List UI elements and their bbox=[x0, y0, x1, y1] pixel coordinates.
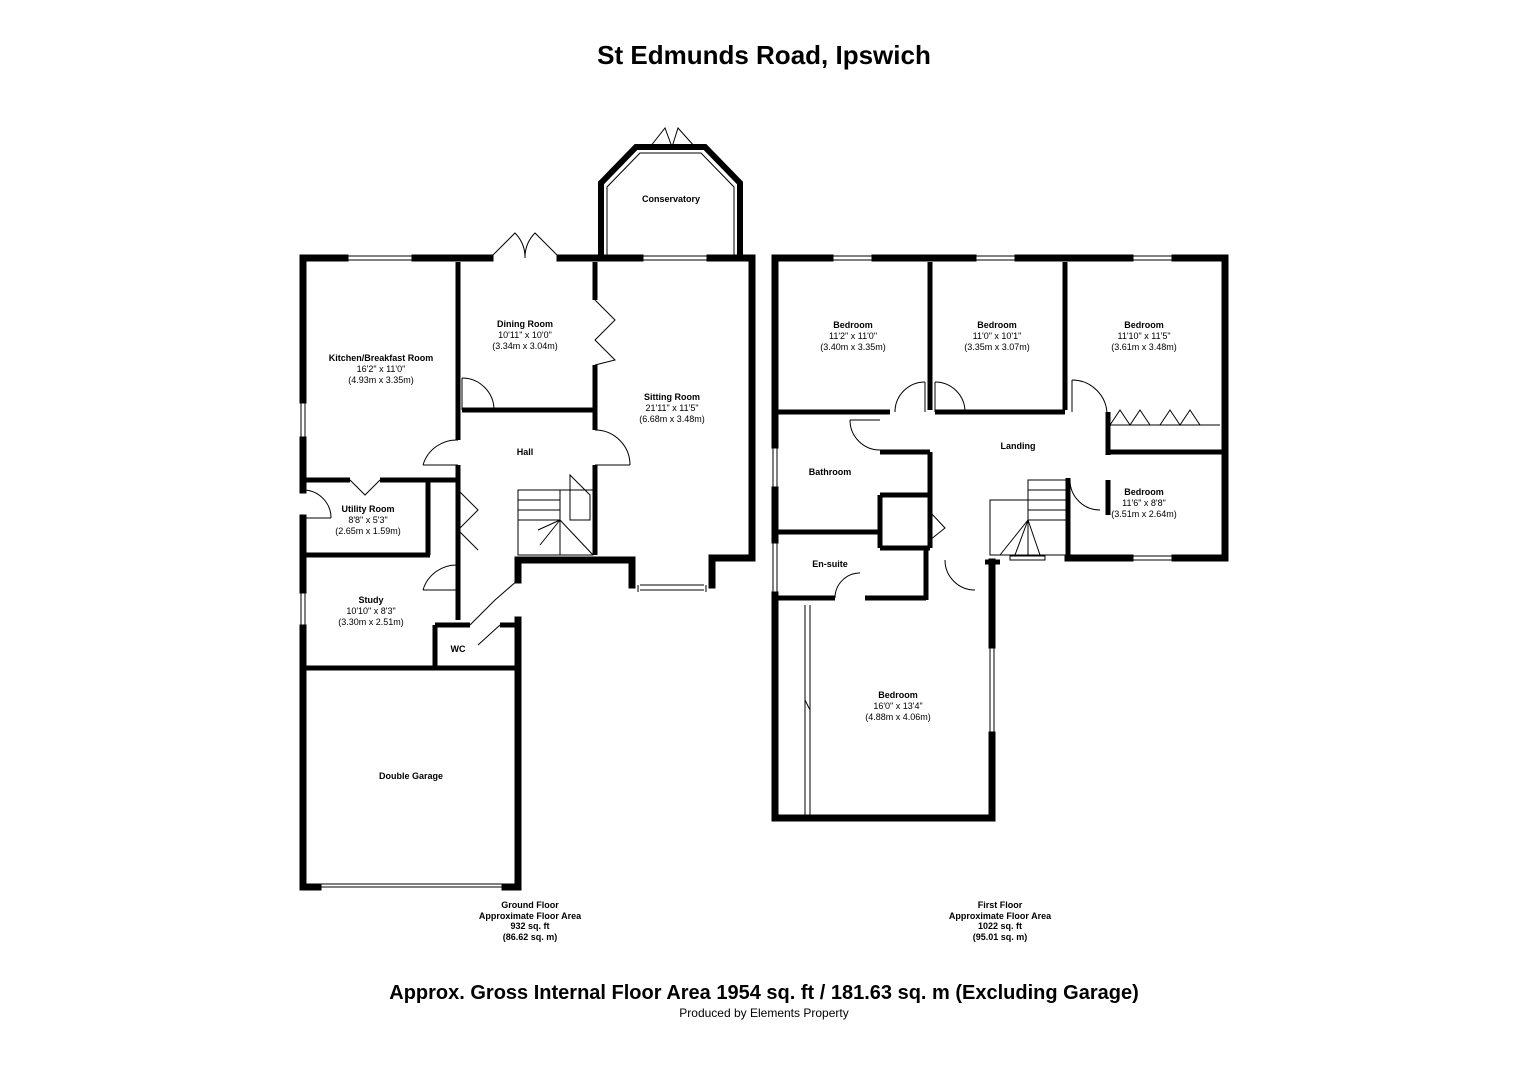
ground-floor-windows bbox=[300, 255, 711, 888]
first-floor-area-label: Approximate Floor Area bbox=[948, 910, 1052, 921]
bedroom-2-metric: (3.35m x 3.07m) bbox=[964, 342, 1030, 352]
bedroom-2-imperial: 11'0" x 10'1" bbox=[973, 331, 1022, 341]
bay-window-icon bbox=[637, 584, 707, 592]
kitchen-metric: (4.93m x 3.35m) bbox=[348, 375, 414, 385]
ground-staircase-icon bbox=[517, 473, 594, 556]
first-floor-windows bbox=[772, 255, 1176, 736]
sitting-room-metric: (6.68m x 3.48m) bbox=[639, 414, 705, 424]
study-imperial: 10'10" x 8'3" bbox=[346, 606, 395, 616]
ground-floor-interior-walls bbox=[306, 262, 598, 671]
first-floor-walls bbox=[771, 254, 1229, 822]
hall-label: Hall bbox=[517, 447, 534, 457]
bedroom-5-imperial: 16'0" x 13'4" bbox=[873, 701, 922, 711]
bedroom-1-label: Bedroom bbox=[833, 320, 873, 330]
ground-floor-walls bbox=[299, 254, 756, 891]
sitting-room-label: Sitting Room bbox=[644, 392, 700, 402]
utility-room-metric: (2.65m x 1.59m) bbox=[335, 526, 401, 536]
first-floor-wardrobe-icon bbox=[804, 605, 811, 815]
ground-floor-name: Ground Floor bbox=[501, 900, 559, 910]
first-floor-sqm: (95.01 sq. m) bbox=[972, 931, 1028, 942]
ground-floor-caption: Ground Floor Approximate Floor Area 932 … bbox=[450, 900, 610, 942]
first-floor-door-icons bbox=[834, 379, 1220, 599]
kitchen-imperial: 16'2" x 11'0" bbox=[357, 364, 406, 374]
garage-label: Double Garage bbox=[379, 771, 443, 781]
ground-floor-sqft: 932 sq. ft bbox=[510, 921, 550, 931]
study-label: Study bbox=[358, 595, 383, 605]
conservatory-door-icon bbox=[649, 126, 696, 148]
bathroom-label: Bathroom bbox=[809, 467, 852, 477]
utility-room-imperial: 8'8" x 5'3" bbox=[348, 515, 387, 525]
bedroom-1-imperial: 11'2" x 11'0" bbox=[829, 331, 877, 341]
study-metric: (3.30m x 2.51m) bbox=[338, 617, 404, 627]
bedroom-4-imperial: 11'6" x 8'8" bbox=[1122, 498, 1166, 508]
bedroom-1-metric: (3.40m x 3.35m) bbox=[820, 342, 886, 352]
first-floor-caption: First Floor Approximate Floor Area 1022 … bbox=[920, 900, 1080, 942]
gross-floor-area: Approx. Gross Internal Floor Area 1954 s… bbox=[389, 982, 1139, 1004]
en-suite-label: En-suite bbox=[812, 559, 848, 569]
first-floor-name: First Floor bbox=[977, 900, 1023, 910]
first-floor-interior-walls bbox=[778, 262, 1225, 601]
utility-room-label: Utility Room bbox=[342, 504, 395, 514]
first-floor-plan bbox=[771, 254, 1229, 822]
bedroom-2-label: Bedroom bbox=[977, 320, 1017, 330]
bedroom-3-metric: (3.61m x 3.48m) bbox=[1111, 342, 1177, 352]
conservatory-label: Conservatory bbox=[642, 194, 700, 204]
dining-room-label: Dining Room bbox=[497, 319, 553, 329]
first-floor-sqft: 1022 sq. ft bbox=[977, 921, 1023, 931]
bedroom-3-label: Bedroom bbox=[1124, 320, 1164, 330]
wc-label: WC bbox=[451, 644, 466, 654]
producer-credit: Produced by Elements Property bbox=[679, 1006, 849, 1020]
first-staircase-icon bbox=[989, 479, 1067, 556]
dining-room-metric: (3.34m x 3.04m) bbox=[492, 341, 558, 351]
bedroom-5-label: Bedroom bbox=[878, 690, 918, 700]
bedroom-4-label: Bedroom bbox=[1124, 487, 1164, 497]
plan-title: St Edmunds Road, Ipswich bbox=[597, 40, 931, 70]
room-labels: Conservatory Dining Room 10'11" x 10'0" … bbox=[329, 194, 1177, 781]
sitting-room-imperial: 21'11" x 11'5" bbox=[645, 403, 698, 413]
ground-floor-plan bbox=[299, 126, 756, 891]
bedroom-5-metric: (4.88m x 4.06m) bbox=[865, 712, 931, 722]
landing-label: Landing bbox=[1001, 441, 1036, 451]
bedroom-3-imperial: 11'10" x 11'5" bbox=[1117, 331, 1170, 341]
bedroom-4-metric: (3.51m x 2.64m) bbox=[1111, 509, 1177, 519]
kitchen-label: Kitchen/Breakfast Room bbox=[329, 353, 434, 363]
conservatory-outline bbox=[598, 144, 743, 255]
ground-floor-area-label: Approximate Floor Area bbox=[478, 910, 582, 921]
ground-floor-sqm: (86.62 sq. m) bbox=[502, 931, 558, 942]
ground-floor-door-icons bbox=[302, 232, 631, 646]
dining-room-imperial: 10'11" x 10'0" bbox=[498, 330, 552, 340]
